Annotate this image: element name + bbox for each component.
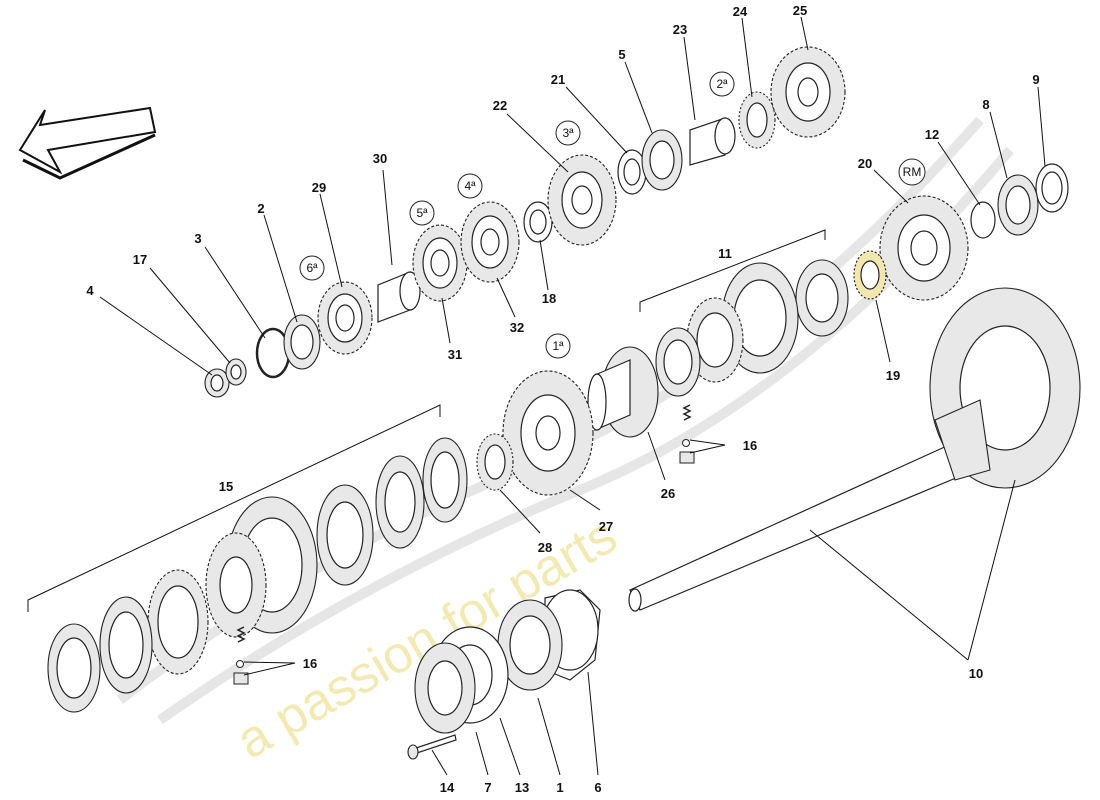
part-12-spacer (970, 201, 996, 239)
part-16-spring-detent-lower (233, 626, 249, 685)
bracket-15 (27, 404, 441, 612)
part-27-gear-1st (502, 370, 594, 496)
gear-label-reverse: RM (903, 165, 922, 179)
part-9-seal (1035, 163, 1069, 213)
part-7-cup (414, 642, 476, 734)
part-number-14: 14 (440, 780, 455, 795)
part-28-needle-bearing (476, 433, 514, 491)
reverse-parts (476, 163, 1069, 496)
gear-labels: 6ª 5ª 4ª 3ª 2ª 1ª RM (299, 71, 926, 359)
part-31-gear-5th (412, 224, 468, 302)
part-21-ring (617, 149, 647, 195)
part-19-needle-bearing (853, 250, 887, 300)
part-number-26: 26 (661, 486, 675, 501)
part-number-2: 2 (257, 201, 264, 216)
part-number-29: 29 (312, 180, 326, 195)
part-23-sleeve (689, 117, 736, 166)
part-1-bearing (497, 599, 563, 691)
part-number-18: 18 (542, 291, 556, 306)
leader-lines (99, 16, 1046, 776)
part-2-bearing (283, 314, 321, 370)
part-number-6: 6 (594, 780, 601, 795)
direction-arrow-icon (18, 106, 157, 180)
gear-label-4: 4ª (464, 179, 476, 193)
part-11-synchro-assembly (655, 259, 849, 397)
gear-label-6: 6ª (306, 261, 318, 275)
part-29-gear-6th (317, 281, 373, 355)
part-number-15: 15 (219, 479, 233, 494)
part-number-10: 10 (969, 666, 983, 681)
part-14-bolt (407, 734, 457, 760)
gear-label-2: 2ª (716, 77, 728, 91)
part-number-4: 4 (86, 283, 94, 298)
part-number-12: 12 (925, 127, 939, 142)
part-number-11: 11 (718, 246, 732, 261)
part-number-16-upper: 16 (743, 438, 757, 453)
part-4-nut (204, 368, 230, 398)
gear-label-5: 5ª (416, 206, 428, 220)
part-5-bearing (641, 129, 683, 191)
gear-label-3: 3ª (562, 126, 574, 140)
part-number-24: 24 (733, 4, 748, 19)
part-number-19: 19 (886, 368, 900, 383)
part-number-27: 27 (599, 519, 613, 534)
part-15-synchro-group (47, 437, 468, 713)
part-number-3: 3 (194, 231, 201, 246)
part-number-30: 30 (373, 151, 387, 166)
part-number-23: 23 (673, 22, 687, 37)
part-18-spacer (523, 201, 553, 243)
part-number-28: 28 (538, 540, 552, 555)
part-number-13: 13 (515, 780, 529, 795)
part-number-16-lower: 16 (303, 656, 317, 671)
part-number-31: 31 (448, 347, 462, 362)
gear-label-1: 1ª (552, 339, 564, 353)
part-25-gear-2nd (770, 46, 846, 138)
part-10-shaft-pinion (628, 287, 1081, 612)
part-number-7: 7 (484, 780, 491, 795)
part-20-gear-reverse (879, 195, 969, 301)
part-26-hub (587, 346, 659, 438)
part-number-5: 5 (618, 47, 625, 62)
part-number-25: 25 (793, 3, 807, 18)
part-number-17: 17 (133, 252, 147, 267)
part-number-8: 8 (982, 97, 989, 112)
part-17-washer (225, 358, 247, 386)
bracket-11 (639, 229, 826, 312)
part-8-bearing (997, 174, 1039, 236)
part-number-1: 1 (556, 780, 563, 795)
part-24-needle-bearing (738, 91, 776, 149)
part-number-20: 20 (858, 156, 872, 171)
part-number-22: 22 (493, 98, 507, 113)
part-16-spring-detent-upper (679, 404, 695, 464)
bottom-bearing-parts (407, 589, 601, 760)
part-numbers: 4 17 3 2 29 30 31 32 18 22 21 5 23 24 25… (86, 3, 1039, 795)
part-number-9: 9 (1032, 72, 1039, 87)
part-30-spacer (377, 271, 421, 323)
part-number-32: 32 (510, 320, 524, 335)
upper-shaft-parts (204, 46, 846, 398)
part-22-gear-3rd (547, 154, 617, 246)
part-number-21: 21 (551, 72, 565, 87)
part-32-gear-4th (460, 201, 520, 283)
